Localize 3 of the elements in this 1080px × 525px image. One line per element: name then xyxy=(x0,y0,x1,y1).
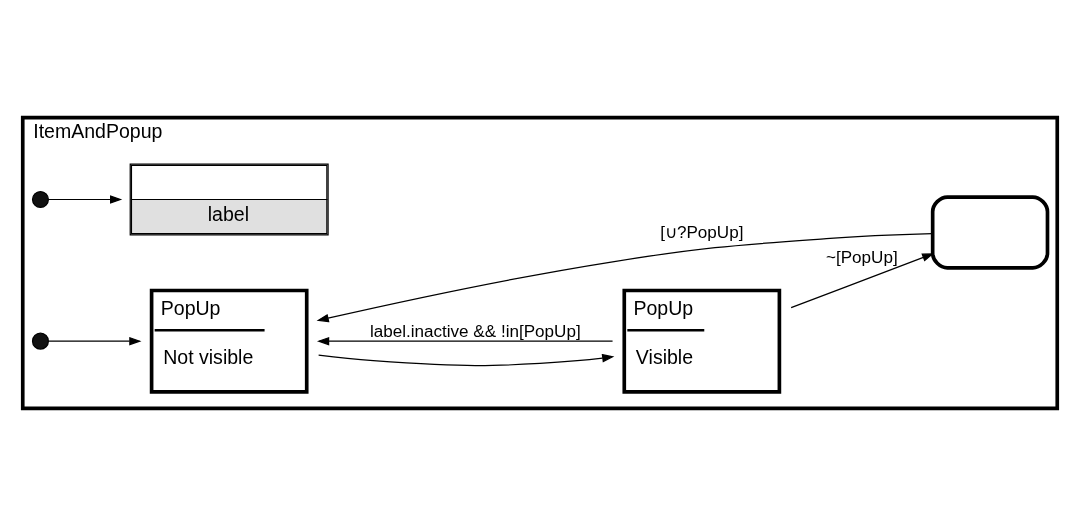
edge-label: ~[PopUp] xyxy=(825,247,898,267)
edge-label: label.inactive && !in[PopUp] xyxy=(369,321,581,341)
edge-label: [∪?PopUp] xyxy=(660,222,744,242)
